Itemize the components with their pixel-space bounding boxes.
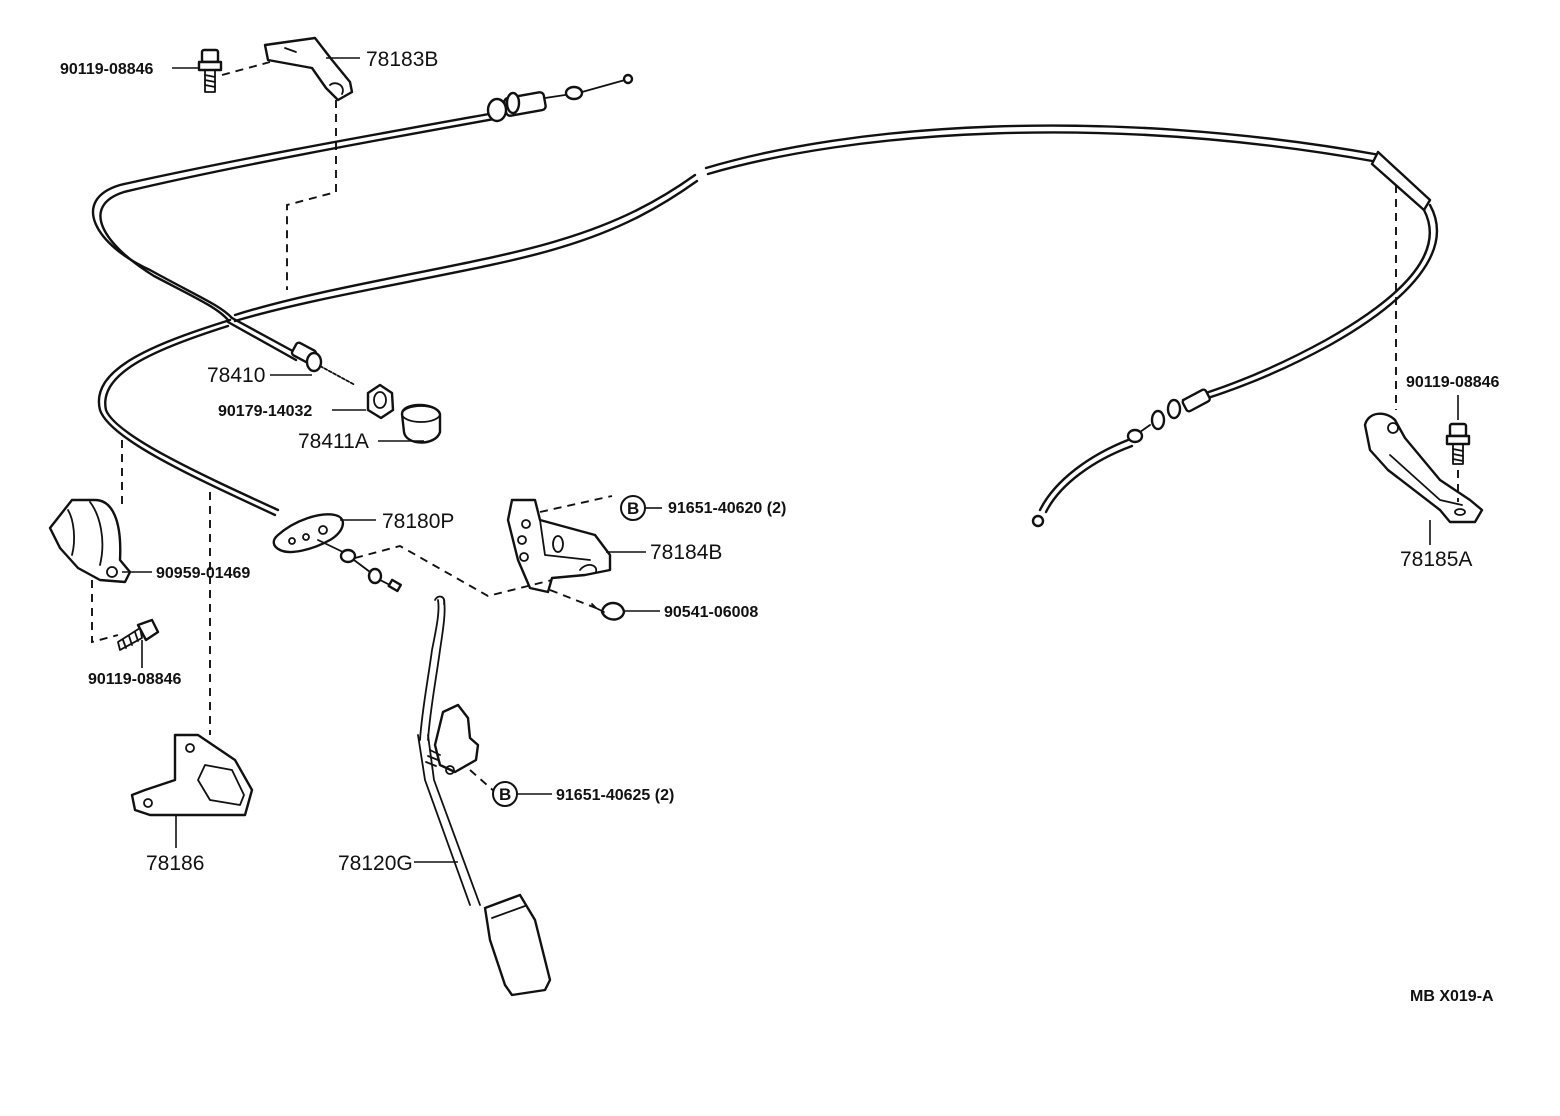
cable-plate-78180P xyxy=(272,513,403,593)
cable-78410-end xyxy=(290,341,356,386)
callout-78186: 78186 xyxy=(146,852,204,875)
cable-throttle-end-fitting xyxy=(486,73,634,123)
bolt-right-90119 xyxy=(1445,422,1471,465)
cable-pedal-end xyxy=(1031,388,1211,528)
callout-91651-40625: 91651-40625 (2) xyxy=(556,787,674,804)
callout-90119-top: 90119-08846 xyxy=(60,61,154,78)
leader-lines xyxy=(122,57,1459,863)
bracket-78186 xyxy=(130,733,254,817)
cap-78411A xyxy=(400,403,442,444)
callout-78411A: 78411A xyxy=(298,430,369,453)
nut-90179 xyxy=(366,383,395,420)
callout-78180P: 78180P xyxy=(382,510,454,533)
callout-78183B: 78183B xyxy=(366,48,438,71)
callout-78410: 78410 xyxy=(207,364,265,387)
callout-labels: 90119-08846 78183B 78410 90179-14032 784… xyxy=(60,48,1500,1005)
callout-90541-06008: 90541-06008 xyxy=(664,604,758,621)
plug-90541 xyxy=(591,601,626,621)
installation-guides xyxy=(91,61,1459,793)
bolt-left-90119 xyxy=(117,618,160,651)
callout-90959-01469: 90959-01469 xyxy=(156,565,250,582)
accelerator-cable-main xyxy=(91,110,1439,517)
drawing-code: MB X019-A xyxy=(1410,988,1494,1005)
bracket-78183B xyxy=(263,36,354,102)
mark-b-pedal xyxy=(492,781,518,807)
bolt-top-90119 xyxy=(197,48,223,93)
callout-78184B: 78184B xyxy=(650,541,722,564)
mark-b-bracket-letter: B xyxy=(627,499,639,518)
mark-b-pedal-letter: B xyxy=(499,785,511,804)
mark-b-bracket xyxy=(620,495,646,521)
callout-78120G: 78120G xyxy=(338,852,413,875)
callout-90179-14032: 90179-14032 xyxy=(218,403,312,420)
pedal-78120G xyxy=(417,595,552,997)
callout-78185A: 78185A xyxy=(1400,548,1472,571)
bracket-78184B xyxy=(506,498,612,594)
callout-90119-right: 90119-08846 xyxy=(1406,374,1500,391)
callout-91651-40620: 91651-40620 (2) xyxy=(668,500,786,517)
bracket-78185A xyxy=(1363,412,1484,524)
clamp-90959 xyxy=(48,498,132,584)
callout-90119-left: 90119-08846 xyxy=(88,671,182,688)
